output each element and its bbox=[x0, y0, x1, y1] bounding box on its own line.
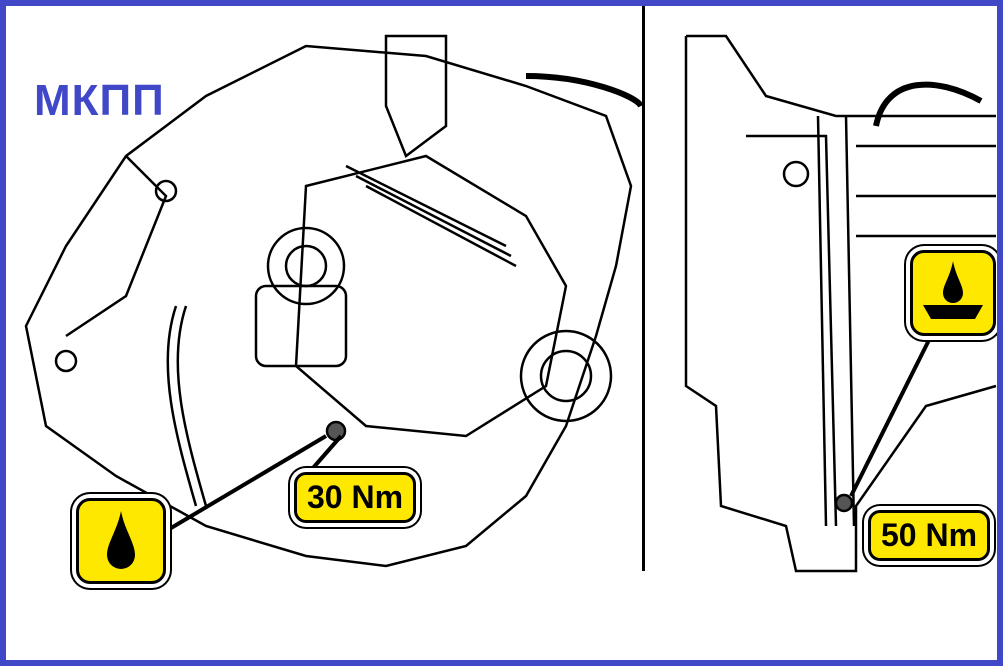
torque-badge-right: 50 Nm bbox=[868, 510, 991, 561]
gearbox-line-art bbox=[24, 34, 997, 573]
oil-level-icon bbox=[910, 250, 996, 336]
page-title: МКПП bbox=[34, 76, 165, 125]
oil-drop-icon bbox=[76, 498, 166, 584]
torque-badge-left: 30 Nm bbox=[294, 472, 417, 523]
divider bbox=[642, 6, 645, 571]
